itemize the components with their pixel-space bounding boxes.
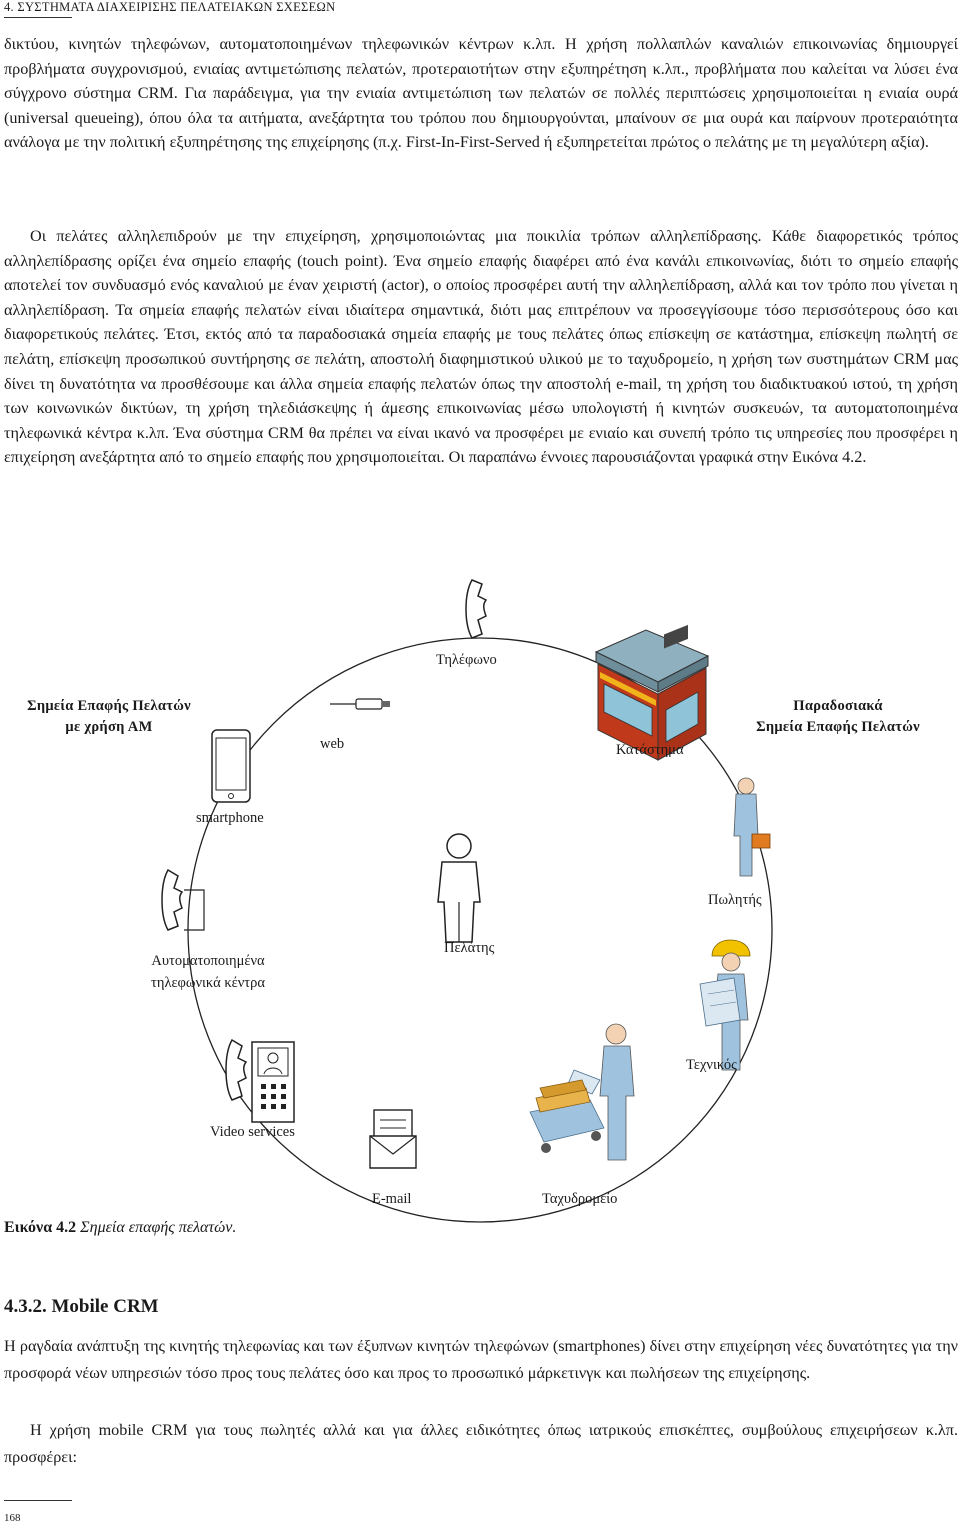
label-callcenter-line1: Αυτοματοποιημένα — [151, 953, 265, 969]
web-icon — [330, 698, 390, 710]
smartphone-icon — [211, 729, 251, 803]
paragraph-2: Οι πελάτες αλληλεπιδρούν με την επιχείρη… — [4, 227, 958, 467]
group-label-traditional-line2: Σημεία Επαφής Πελατών — [756, 719, 920, 735]
header-rule — [4, 17, 72, 18]
store-icon — [594, 624, 710, 761]
touch-points-diagram: Σημεία Επαφής Πελατών με χρήση ΑΜ Παραδο… — [0, 570, 960, 1260]
label-video: Video services — [210, 1124, 295, 1140]
technician-icon — [699, 939, 751, 1071]
diagram-graphics — [161, 579, 773, 1223]
label-store: Κατάστημα — [616, 742, 684, 758]
paragraph-4: Η χρήση mobile CRM για τους πωλητές αλλά… — [4, 1421, 958, 1466]
email-icon — [369, 1109, 417, 1169]
label-web: web — [320, 736, 345, 752]
video-phone-icon — [225, 1038, 295, 1123]
customer-icon — [437, 833, 481, 943]
paragraph-3: Η ραγδαία ανάπτυξη της κινητής τηλεφωνία… — [4, 1337, 958, 1382]
footer-rule — [4, 1500, 72, 1501]
callcenter-phone-icon — [161, 868, 205, 931]
group-label-traditional: Παραδοσιακά Σημεία Επαφής Πελατών — [738, 696, 938, 738]
caption-text: Σημεία επαφής πελατών. — [80, 1219, 237, 1236]
label-callcenter: Αυτοματοποιημένα τηλεφωνικά κέντρα — [128, 950, 288, 994]
figure-caption: Εικόνα 4.2 Σημεία επαφής πελατών. — [4, 1219, 236, 1237]
label-phone: Τηλέφωνο — [436, 652, 497, 668]
telephone-icon — [465, 579, 488, 639]
label-email: E-mail — [372, 1191, 412, 1207]
label-salesman: Πωλητής — [708, 892, 762, 908]
running-header: 4. ΣΥΣΤΗΜΑΤΑ ΔΙΑΧΕΙΡΙΣΗΣ ΠΕΛΑΤΕΙΑΚΩΝ ΣΧΕ… — [4, 0, 336, 14]
label-customer: Πελάτης — [444, 940, 495, 956]
label-callcenter-line2: τηλεφωνικά κέντρα — [151, 975, 265, 991]
label-post: Ταχυδρομείο — [542, 1191, 618, 1207]
group-label-am-line2: με χρήση ΑΜ — [65, 719, 153, 735]
group-label-traditional-line1: Παραδοσιακά — [793, 698, 883, 714]
salesman-icon — [733, 777, 771, 877]
label-technician: Τεχνικός — [686, 1057, 737, 1073]
post-icon — [529, 1023, 635, 1161]
section-heading: 4.3.2. Mobile CRM — [4, 1296, 159, 1317]
label-smartphone: smartphone — [196, 810, 264, 826]
group-label-am-line1: Σημεία Επαφής Πελατών — [27, 698, 191, 714]
caption-label: Εικόνα 4.2 — [4, 1219, 77, 1236]
paragraph-1: δικτύου, κινητών τηλεφώνων, αυτοματοποιη… — [4, 35, 958, 152]
group-label-am: Σημεία Επαφής Πελατών με χρήση ΑΜ — [14, 696, 204, 738]
page-number: 168 — [4, 1512, 21, 1524]
